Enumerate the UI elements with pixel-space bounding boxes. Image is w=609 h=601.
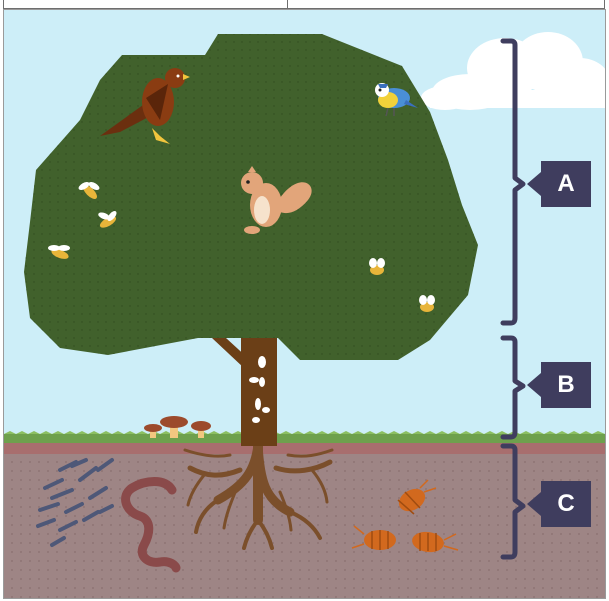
tree-trunk — [241, 338, 277, 446]
zone-label-a: A — [541, 161, 591, 207]
zone-label-b: B — [541, 362, 591, 408]
zone-label-c: C — [541, 481, 591, 527]
